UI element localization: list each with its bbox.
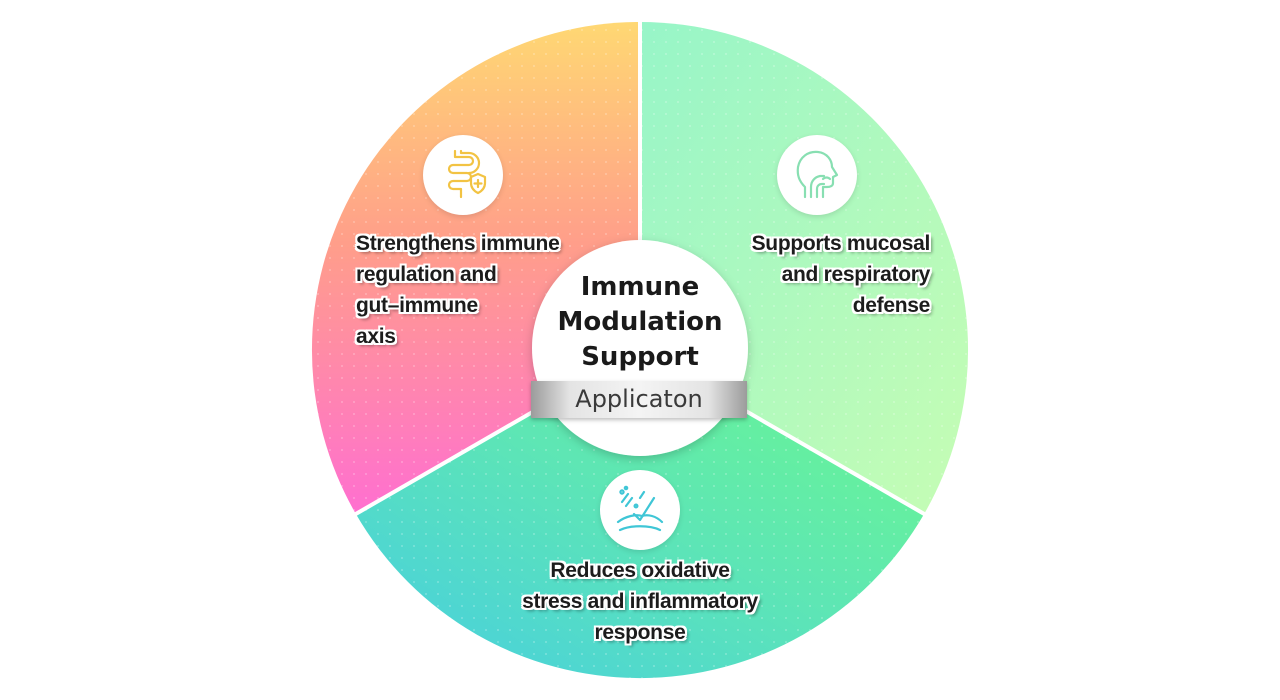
gut-immune-label-line: gut–immune	[356, 294, 478, 317]
center-title-line: Modulation	[557, 307, 723, 337]
respiratory-defense-label: Supports mucosal and respiratory defense	[690, 228, 931, 321]
gut-immune-label: Strengthens immune regulation and gut–immu…	[356, 228, 586, 352]
oxidative-stress-label-line: response	[594, 621, 686, 644]
oxidative-stress-label-line: Reduces oxidative	[550, 559, 730, 582]
gut-shield-badge	[423, 135, 503, 215]
head-airway-icon	[796, 150, 839, 199]
respiratory-defense-label-line: Supports mucosal	[751, 232, 931, 255]
respiratory-defense-label-line: and respiratory	[781, 263, 931, 286]
respiratory-defense-label-line: defense	[852, 294, 931, 317]
gut-immune-label-line: Strengthens immune	[356, 232, 560, 255]
gut-immune-label-line: regulation and	[356, 263, 497, 286]
oxidative-stress-label-line: stress and inflammatory	[522, 590, 758, 613]
gut-immune-label-line: axis	[356, 325, 396, 348]
center-title-line: Support	[581, 342, 699, 372]
oxidative-stress-label: Reduces oxidative stress and inflammatory…	[470, 555, 810, 648]
head-airway-badge	[777, 135, 857, 215]
tissue-repair-badge	[600, 470, 680, 550]
application-tag: Applicaton	[531, 381, 747, 418]
gut-shield-icon	[447, 149, 487, 199]
tissue-repair-icon	[616, 485, 664, 532]
center-title-line: Immune	[580, 272, 700, 302]
